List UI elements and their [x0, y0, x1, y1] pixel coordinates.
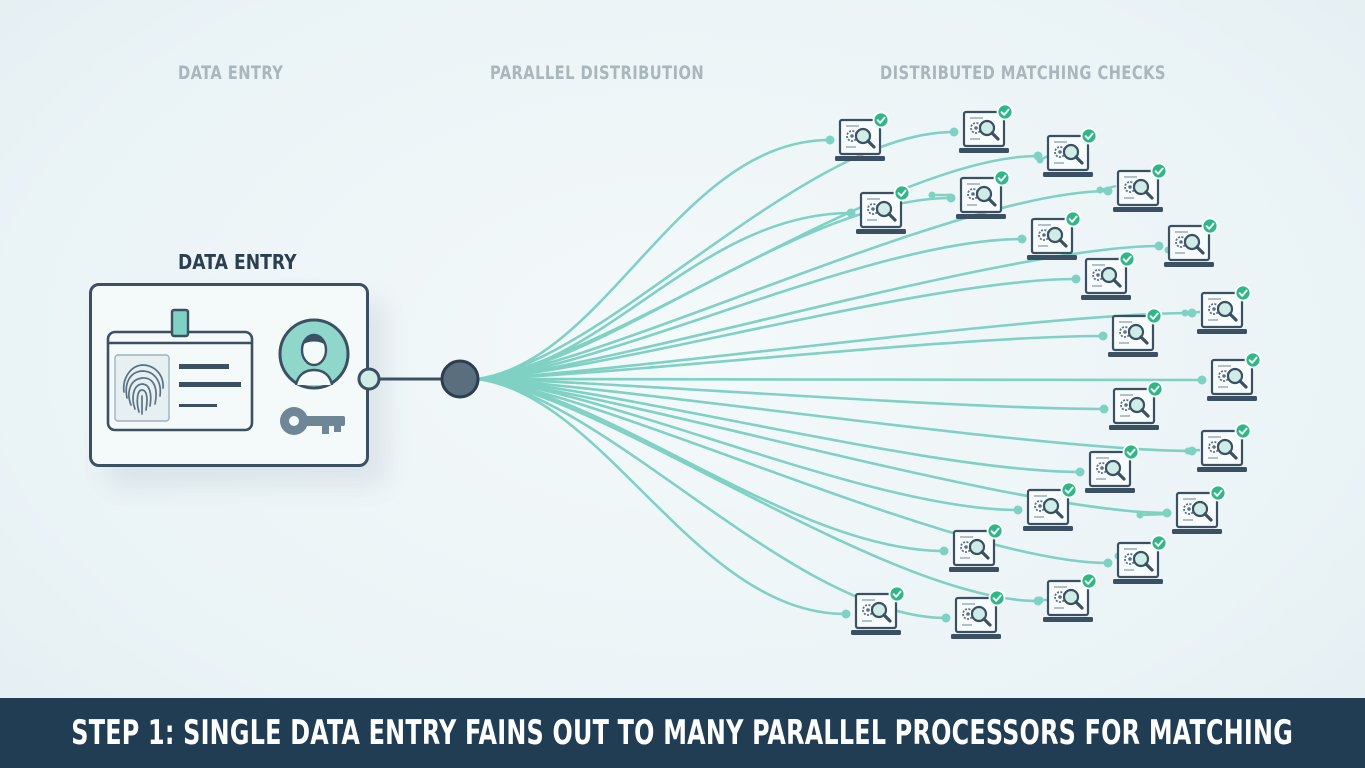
line-endpoint-dot	[941, 613, 951, 623]
key-icon	[280, 407, 345, 435]
text-lines	[179, 364, 241, 407]
line-endpoint-dot	[841, 609, 851, 619]
line-endpoint-dot	[1154, 241, 1164, 251]
processor-laptop-icon	[1107, 379, 1165, 432]
line-endpoint-dot	[1075, 467, 1085, 477]
connector-dot	[928, 191, 936, 199]
distribution-line	[476, 377, 1204, 382]
processor-laptop-icon	[949, 588, 1007, 641]
processor-laptop-icon	[1195, 283, 1253, 336]
header-data-entry: DATA ENTRY	[178, 62, 284, 84]
line-endpoint-dot	[1103, 558, 1113, 568]
line-endpoint-dot	[825, 135, 835, 145]
distribution-line	[476, 377, 946, 553]
connector-stubs	[825, 127, 1207, 623]
line-endpoint-dot	[1071, 274, 1081, 284]
connector-dot	[1136, 511, 1144, 519]
distribution-hub	[440, 359, 480, 399]
distribution-line	[476, 277, 1078, 381]
processor-laptop-icon	[833, 110, 891, 163]
distribution-line	[476, 377, 1194, 453]
processor-laptop-icon	[1111, 161, 1169, 214]
line-endpoint-dot	[846, 208, 856, 218]
processor-laptop-icon	[1079, 249, 1137, 302]
distribution-line	[476, 138, 832, 381]
line-endpoint-dot	[1099, 404, 1109, 414]
processor-laptop-icon	[947, 521, 1005, 574]
connector-dash	[1139, 512, 1171, 517]
user-avatar-icon	[278, 318, 350, 390]
entry-port	[357, 367, 381, 391]
connector-dot	[1184, 447, 1192, 455]
processor-laptop-icon	[1041, 571, 1099, 624]
line-endpoint-dot	[1197, 375, 1207, 385]
processor-laptop-icon	[849, 584, 907, 637]
distribution-lines	[476, 130, 1204, 620]
header-distributed-matching-checks: DISTRIBUTED MATCHING CHECKS	[880, 62, 1166, 84]
processor-laptop-icon	[1106, 306, 1164, 359]
processor-nodes	[833, 102, 1263, 641]
distribution-line	[476, 377, 1082, 474]
processor-laptop-icon	[1021, 480, 1079, 533]
distribution-line	[476, 377, 1169, 515]
connector-dot	[1181, 309, 1189, 317]
processor-laptop-icon	[1111, 533, 1169, 586]
line-endpoint-dot	[1017, 234, 1027, 244]
processor-laptop-icon	[1170, 483, 1228, 536]
footer-banner: STEP 1: SINGLE DATA ENTRY FAINS OUT TO M…	[0, 698, 1365, 768]
processor-laptop-icon	[854, 183, 912, 236]
processor-laptop-icon	[957, 102, 1015, 155]
distribution-line	[476, 377, 948, 620]
fan-out-diagram	[106, 102, 1263, 641]
processor-laptop-icon	[1083, 442, 1141, 495]
header-parallel-distribution: PARALLEL DISTRIBUTION	[490, 62, 705, 84]
data-entry-card-label: DATA ENTRY	[178, 250, 297, 274]
distribution-line	[476, 377, 1040, 603]
connector-dot	[1096, 186, 1104, 194]
processor-laptop-icon	[1025, 209, 1083, 262]
line-endpoint-dot	[1013, 505, 1023, 515]
line-endpoint-dot	[939, 546, 949, 556]
distribution-line	[476, 377, 1110, 565]
processor-laptop-icon	[954, 168, 1012, 221]
line-endpoint-dot	[949, 127, 959, 137]
distribution-line	[476, 377, 1106, 411]
fingerprint-icon	[114, 354, 170, 422]
processor-laptop-icon	[1162, 216, 1220, 269]
distribution-line	[476, 334, 1105, 381]
distribution-line	[476, 237, 1024, 381]
line-endpoint-dot	[1098, 331, 1108, 341]
distribution-line	[476, 244, 1161, 381]
connector-dot	[1036, 156, 1044, 164]
distribution-line	[476, 130, 956, 381]
step-caption: STEP 1: SINGLE DATA ENTRY FAINS OUT TO M…	[71, 713, 1294, 753]
distribution-line	[476, 189, 1110, 381]
distribution-line	[476, 377, 848, 616]
processor-laptop-icon	[1195, 421, 1253, 474]
processor-laptop-icon	[1041, 126, 1099, 179]
processor-laptop-icon	[1205, 350, 1263, 403]
connector-dot	[1036, 596, 1044, 604]
